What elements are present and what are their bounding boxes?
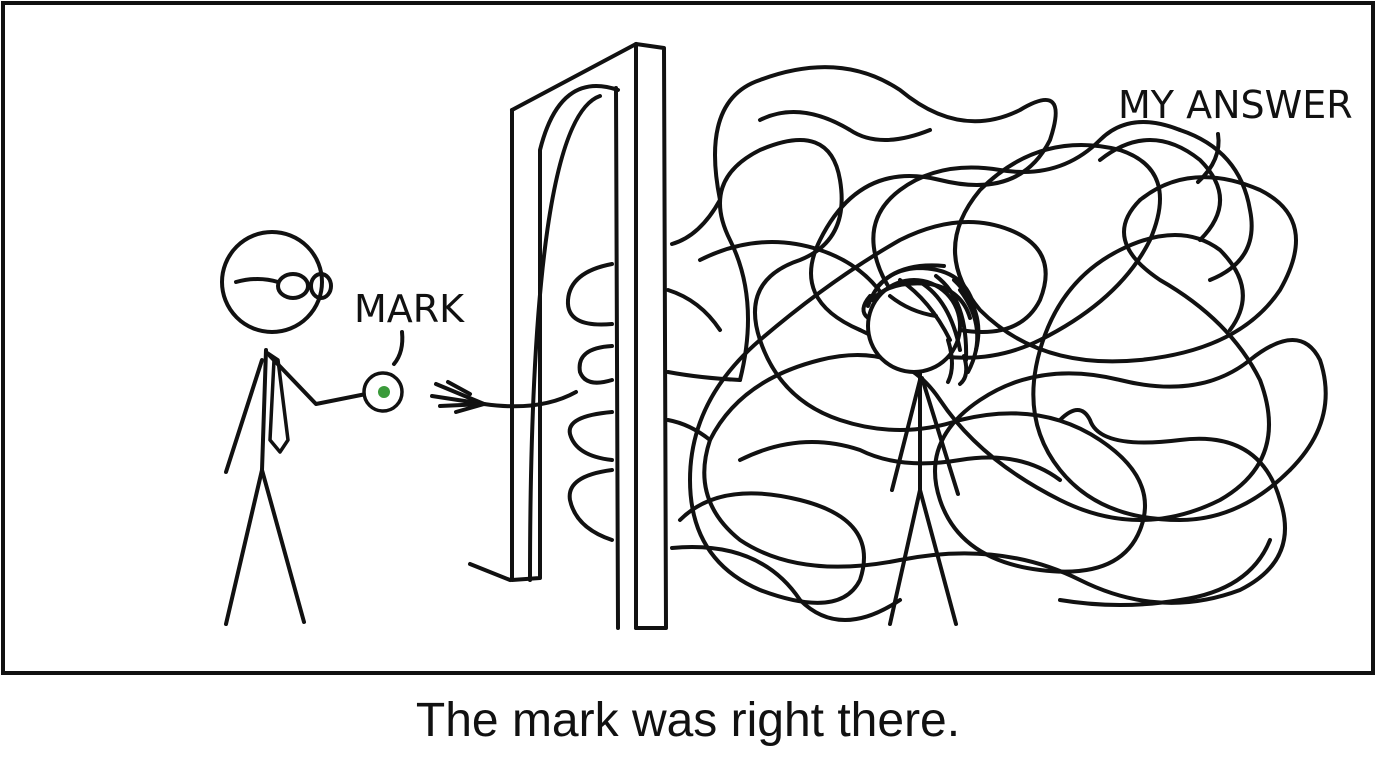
tangled-answer-scribble <box>670 65 1328 622</box>
comic-caption: The mark was right there. <box>415 694 961 747</box>
door-frame <box>468 42 742 630</box>
panel-border <box>1 1 1375 675</box>
stick-figure-glasses <box>220 230 368 626</box>
mark-dot-icon <box>378 386 390 398</box>
label-mark-pointer <box>392 330 405 366</box>
comic-panel: MARK <box>1 1 1375 675</box>
label-answer-pointer <box>1196 132 1221 184</box>
stick-figure-messy-hair <box>861 263 981 626</box>
label-my-answer: MY ANSWER <box>1118 83 1353 127</box>
reaching-arm <box>430 380 578 414</box>
mark-circle <box>362 371 404 413</box>
label-mark: MARK <box>354 287 465 331</box>
